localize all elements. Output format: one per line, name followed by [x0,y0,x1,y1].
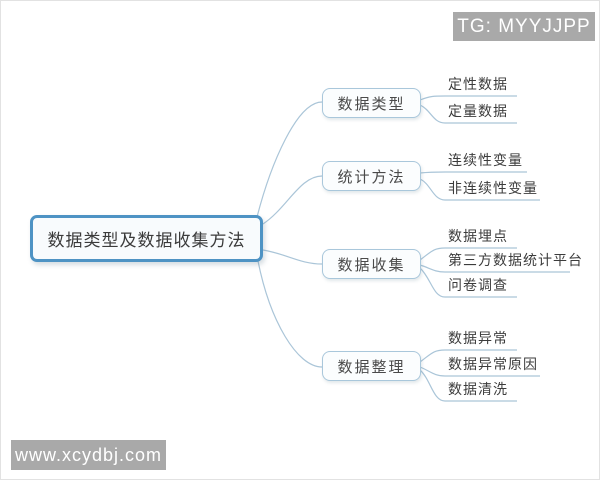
leaf-node-non-continuous-variable[interactable]: 非连续性变量 [448,182,538,197]
leaf-node-data-cleaning[interactable]: 数据清洗 [448,383,508,398]
branch4-leaf2-link [419,366,540,377]
leaf-node-questionnaire[interactable]: 问卷调查 [448,279,508,294]
branch-node-data-cleanup[interactable]: 数据整理 [322,351,421,381]
branch3-leaf2-link [419,264,570,273]
website-watermark: www.xcydbj.com [11,440,166,470]
branch4-leaf1-link [419,349,517,363]
leaf-node-data-anomaly[interactable]: 数据异常 [448,332,508,347]
branch-node-data-type[interactable]: 数据类型 [322,88,421,118]
leaf-node-qualitative-data[interactable]: 定性数据 [448,78,508,93]
branch-node-data-collection[interactable]: 数据收集 [322,249,421,279]
branch3-leaf3-link [419,267,517,298]
root-node[interactable]: 数据类型及数据收集方法 [30,215,263,262]
branch4-leaf3-link [419,369,517,402]
telegram-badge: TG: MYYJJPP [453,12,595,41]
leaf-node-anomaly-reason[interactable]: 数据异常原因 [448,358,538,373]
leaf-node-data-tracking[interactable]: 数据埋点 [448,230,508,245]
branch2-leaf2-link [419,178,540,201]
root-branch4-link [257,260,323,368]
branch2-leaf1-link [419,171,527,174]
branch1-leaf2-link [419,104,517,124]
branch-node-statistic-method[interactable]: 统计方法 [322,161,421,191]
leaf-node-continuous-variable[interactable]: 连续性变量 [448,154,523,169]
leaf-node-third-party-platform[interactable]: 第三方数据统计平台 [448,254,583,269]
root-branch1-link [256,101,323,218]
leaf-node-quantitative-data[interactable]: 定量数据 [448,105,508,120]
branch3-leaf1-link [419,247,517,261]
root-branch3-link [262,249,323,265]
branch1-leaf1-link [419,95,517,101]
root-branch2-link [262,175,323,225]
